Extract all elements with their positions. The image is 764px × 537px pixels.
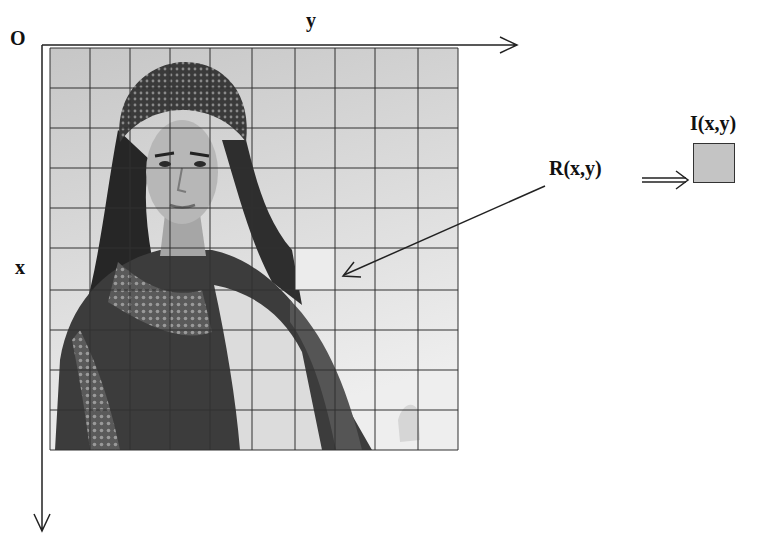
pixel-node: I(x,y) xyxy=(690,112,740,183)
origin-label: O xyxy=(10,27,26,50)
axis-label: x xyxy=(15,256,25,279)
pixel-square xyxy=(693,143,735,183)
pixel-grid xyxy=(50,48,458,450)
leader-arrow xyxy=(343,186,545,277)
axis-label: y xyxy=(306,9,316,32)
pixel-label: I(x,y) xyxy=(690,112,740,135)
axes xyxy=(34,37,517,531)
region-label: R(x,y) xyxy=(549,157,602,180)
portrait-image xyxy=(50,48,458,450)
mapping-arrow xyxy=(642,171,688,189)
